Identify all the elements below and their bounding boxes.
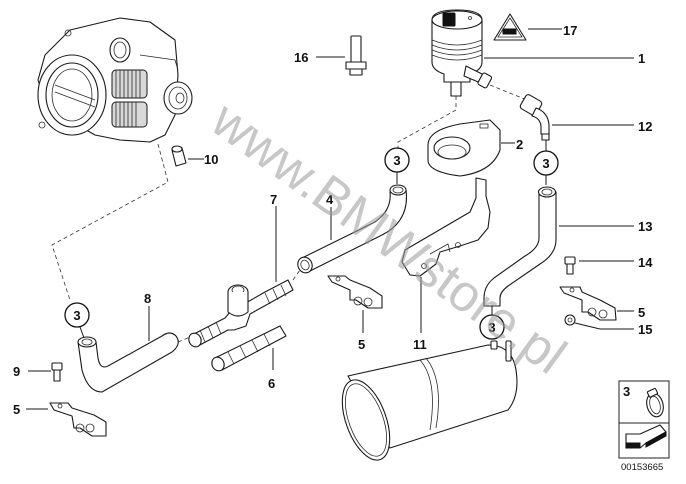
part-5-holder-right[interactable] [559, 286, 617, 321]
part-5-holder-left[interactable] [49, 402, 107, 437]
part-13-hose[interactable] [483, 186, 557, 307]
part-5-holder-middle[interactable] [327, 275, 383, 309]
ref-3-circle-left[interactable] [64, 302, 90, 328]
hose-clamp-icon [646, 387, 664, 418]
callout-15[interactable]: 15 [638, 322, 652, 337]
callout-1[interactable]: 1 [638, 51, 645, 66]
callout-12[interactable]: 12 [638, 119, 652, 134]
callout-2[interactable]: 2 [516, 137, 523, 152]
part-1-vacuum-valve[interactable] [431, 9, 493, 97]
callout-16[interactable]: 16 [294, 50, 308, 65]
callout-5-left[interactable]: 5 [13, 402, 20, 417]
part-9-bolt[interactable] [51, 362, 63, 382]
part-11-bracket[interactable] [401, 177, 491, 277]
callout-4[interactable]: 4 [326, 192, 334, 207]
ref-3-circle-right[interactable] [533, 150, 559, 176]
callout-5-middle[interactable]: 5 [358, 337, 365, 352]
part-6-connector[interactable] [210, 325, 287, 373]
ref-3-circle-bottom[interactable] [479, 314, 505, 340]
arrow-back-icon [625, 424, 667, 449]
callout-17[interactable]: 17 [563, 23, 577, 38]
part-17-warning-label[interactable] [493, 13, 527, 41]
legend-ref-number: 3 [623, 384, 630, 399]
part-14-bolt[interactable] [564, 256, 576, 275]
callout-7[interactable]: 7 [270, 192, 277, 207]
part-7-t-connector[interactable] [187, 279, 294, 349]
callout-11[interactable]: 11 [413, 337, 427, 352]
callout-13[interactable]: 13 [638, 219, 652, 234]
callout-6[interactable]: 6 [268, 376, 275, 391]
ref-3-label-left: 3 [73, 308, 80, 323]
part-15-nut[interactable] [564, 314, 576, 326]
callout-14[interactable]: 14 [638, 255, 653, 270]
legend-box: 3 [618, 380, 670, 424]
part-4-hose[interactable] [295, 184, 408, 275]
part-10-sleeve[interactable] [171, 145, 187, 167]
part-12-elbow-connector[interactable] [519, 94, 550, 141]
callout-5-right[interactable]: 5 [638, 305, 645, 320]
callout-8[interactable]: 8 [144, 291, 151, 306]
carbon-canister[interactable] [333, 340, 518, 466]
callout-10[interactable]: 10 [204, 152, 218, 167]
part-2-holder-ring[interactable] [427, 119, 501, 177]
ref-3-label-top: 3 [393, 153, 400, 168]
diagram-number: 00153665 [621, 462, 663, 473]
ref-3-label-right: 3 [542, 156, 549, 171]
part-16-connector[interactable] [345, 35, 367, 76]
throttle-body[interactable] [37, 17, 193, 143]
callout-9[interactable]: 9 [13, 364, 20, 379]
part-8-hose[interactable] [77, 332, 179, 393]
ref-3-circle-top[interactable] [384, 147, 410, 173]
back-navigation-button[interactable] [618, 422, 670, 459]
ref-3-label-bottom: 3 [488, 320, 495, 335]
